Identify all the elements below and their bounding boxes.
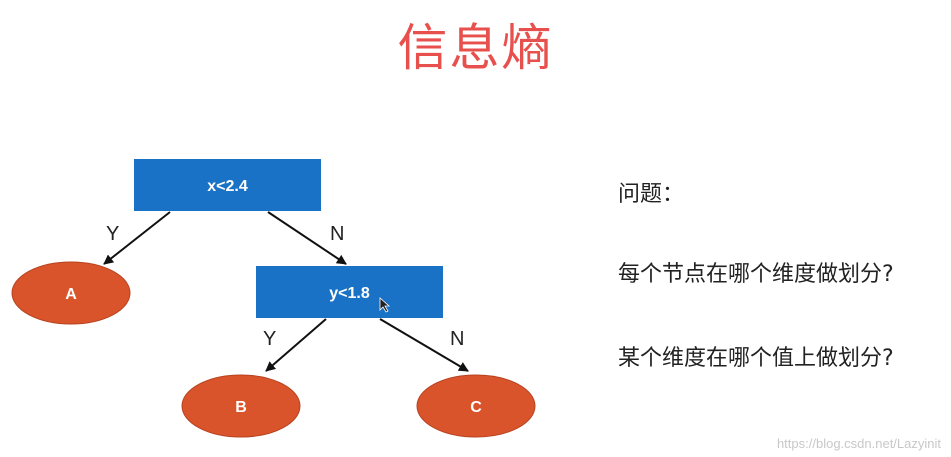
mouse-cursor-icon: [379, 297, 391, 313]
edge-split-to-c: [379, 318, 469, 372]
edge-label-root-no: N: [330, 223, 344, 245]
leaf-node-b: [181, 374, 301, 438]
edge-root-to-split: [267, 211, 347, 265]
question-2: 某个维度在哪个值上做划分?: [618, 346, 894, 371]
root-node-label: x<2.4: [207, 178, 248, 195]
edge-label-root-yes: Y: [106, 223, 119, 245]
question-1: 每个节点在哪个维度做划分?: [618, 262, 894, 287]
split-node-box: [256, 266, 443, 318]
leaf-label-b: B: [235, 399, 247, 416]
split-node-label: y<1.8: [329, 285, 370, 302]
leaf-label-a: A: [65, 286, 77, 303]
watermark: https://blog.csdn.net/Lazyinit: [776, 436, 941, 451]
page-title: 信息熵: [397, 19, 554, 77]
questions-heading: 问题：: [618, 182, 685, 207]
root-node-box: [134, 159, 321, 211]
edge-label-split-no: N: [450, 328, 464, 350]
edge-root-to-a: [103, 211, 171, 265]
edge-split-to-b: [265, 318, 327, 372]
edge-label-split-yes: Y: [263, 328, 276, 350]
leaf-label-c: C: [470, 399, 482, 416]
leaf-node-c: [416, 374, 536, 438]
leaf-node-a: [11, 261, 131, 325]
